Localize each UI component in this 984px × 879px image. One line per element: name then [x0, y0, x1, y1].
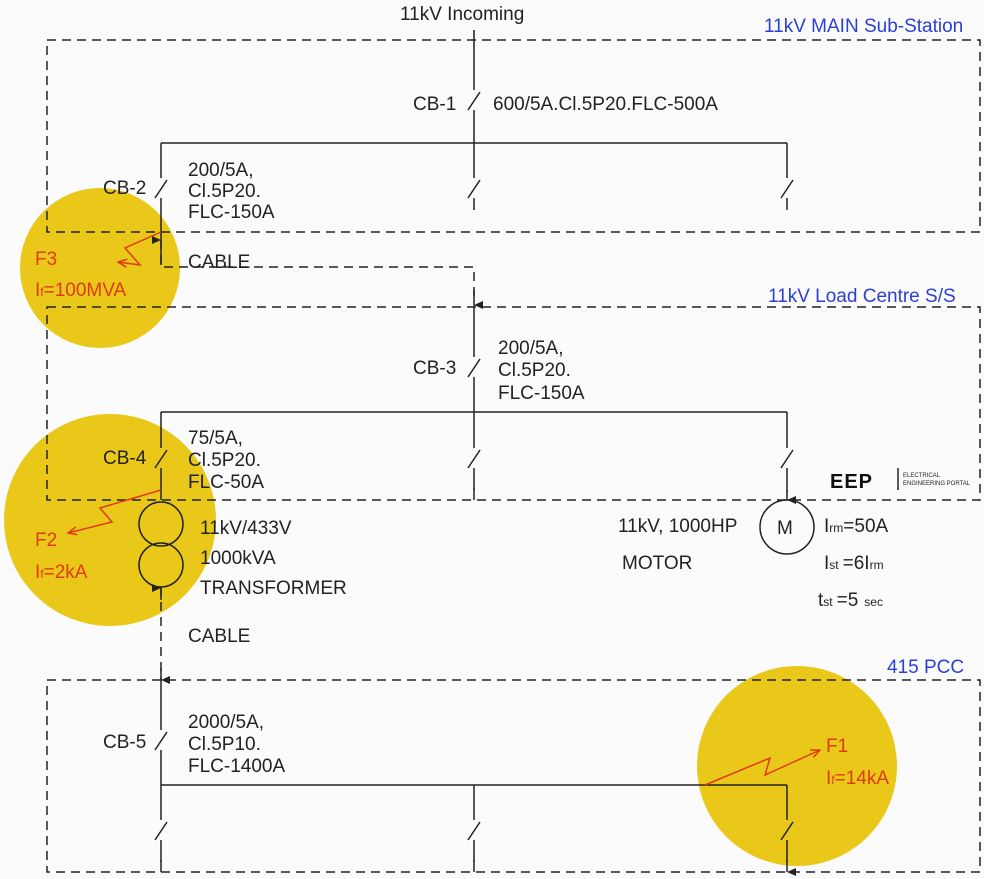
fault-zone-f3	[20, 188, 180, 348]
logo-line1: ELECTRICAL	[903, 473, 941, 479]
cable-2-label: CABLE	[188, 626, 250, 647]
fault-f2-current: If=2kA	[35, 562, 88, 583]
cb5-symbol	[154, 731, 168, 751]
motor-irm: Irm=50A	[824, 516, 889, 537]
main-breakers	[154, 179, 794, 199]
cb2-label: CB-2	[103, 178, 146, 199]
load-centre: 11kV Load Centre S/S CB-3 200/5A, Cl.5P2…	[46, 286, 981, 501]
pcc-drops	[160, 785, 788, 862]
motor-symbol	[759, 499, 815, 555]
fault-f3: F3 If=100MVA	[35, 231, 162, 301]
cb4-spec-class: Cl.5P20.	[188, 450, 261, 471]
motor-rating: 11kV, 1000HP	[618, 516, 737, 537]
load-centre-boundary	[46, 306, 981, 501]
cb4-label: CB-4	[103, 448, 147, 469]
motor-label: MOTOR	[622, 553, 692, 574]
cb1-spec: 600/5A.Cl.5P20.FLC-500A	[493, 94, 718, 115]
fault-f2-zigzag	[68, 489, 162, 533]
main-substation-title: 11kV MAIN Sub-Station	[764, 16, 963, 37]
cable-1	[160, 240, 475, 300]
incoming-label: 11kV Incoming	[400, 4, 524, 25]
transformer-voltage: 11kV/433V	[200, 518, 292, 539]
fault-f3-zigzag	[118, 231, 162, 265]
main-substation-boundary	[46, 39, 981, 233]
transformer: 11kV/433V 1000kVA TRANSFORMER CABLE	[138, 501, 347, 684]
fault-zone-f1	[697, 666, 897, 866]
load-centre-title: 11kV Load Centre S/S	[768, 286, 956, 307]
cb5-spec-class: Cl.5P10.	[188, 734, 261, 755]
cb3-label: CB-3	[413, 358, 456, 379]
transformer-rating: 1000kVA	[200, 548, 276, 569]
logo-mark: EEP	[830, 471, 873, 493]
load-centre-drops	[160, 412, 788, 492]
motor-ist: Ist=6Irm	[824, 553, 884, 574]
transformer-primary-winding	[138, 501, 184, 547]
main-bus-drops	[160, 143, 788, 240]
cb1-label: CB-1	[413, 94, 456, 115]
fault-f2-name: F2	[35, 530, 57, 551]
cb3-spec-ratio: 200/5A,	[498, 338, 564, 359]
load-centre-arrows	[160, 488, 787, 500]
cb3-spec-class: Cl.5P20.	[498, 360, 571, 381]
fault-f3-name: F3	[35, 249, 57, 270]
pcc-boundary	[46, 679, 981, 873]
fault-f2: F2 If=2kA	[35, 489, 162, 583]
cb3-symbol	[467, 358, 481, 378]
fault-f1-name: F1	[826, 736, 848, 757]
cb1-symbol	[467, 91, 481, 111]
cb2-spec-ratio: 200/5A,	[188, 160, 254, 181]
cb3-spec-flc: FLC-150A	[498, 383, 585, 404]
cb4-spec-ratio: 75/5A,	[188, 428, 243, 449]
cable-1-label: CABLE	[188, 252, 250, 273]
fault-f3-current: If=100MVA	[35, 280, 127, 301]
cb4-spec-flc: FLC-50A	[188, 472, 264, 493]
pcc-breakers	[154, 821, 794, 841]
eep-logo: EEP ELECTRICAL ENGINEERING PORTAL	[830, 468, 971, 493]
cb5-spec-ratio: 2000/5A,	[188, 712, 264, 733]
fault-f1-current: If=14kA	[826, 768, 889, 789]
transformer-label: TRANSFORMER	[200, 578, 347, 599]
cb5-spec-flc: FLC-1400A	[188, 756, 285, 777]
fault-f1: F1 If=14kA	[704, 736, 889, 789]
pcc-arrows	[160, 860, 787, 872]
main-substation: 11kV MAIN Sub-Station CB-1 600/5A.Cl.5P2…	[46, 16, 981, 309]
cb2-spec-flc: FLC-150A	[188, 202, 275, 223]
cb5-label: CB-5	[103, 732, 146, 753]
cb2-spec-class: Cl.5P20.	[188, 181, 261, 202]
load-centre-breakers	[154, 449, 794, 469]
motor-symbol-label: M	[777, 518, 793, 539]
pcc: 415 PCC CB-5 2000/5A, Cl.5P10. FLC-1400A	[46, 657, 981, 873]
pcc-title: 415 PCC	[887, 657, 964, 678]
motor: M 11kV, 1000HP MOTOR Irm=50A Ist=6Irm ts…	[618, 499, 889, 611]
fault-f1-zigzag	[704, 750, 820, 786]
logo-line2: ENGINEERING PORTAL	[903, 481, 971, 487]
